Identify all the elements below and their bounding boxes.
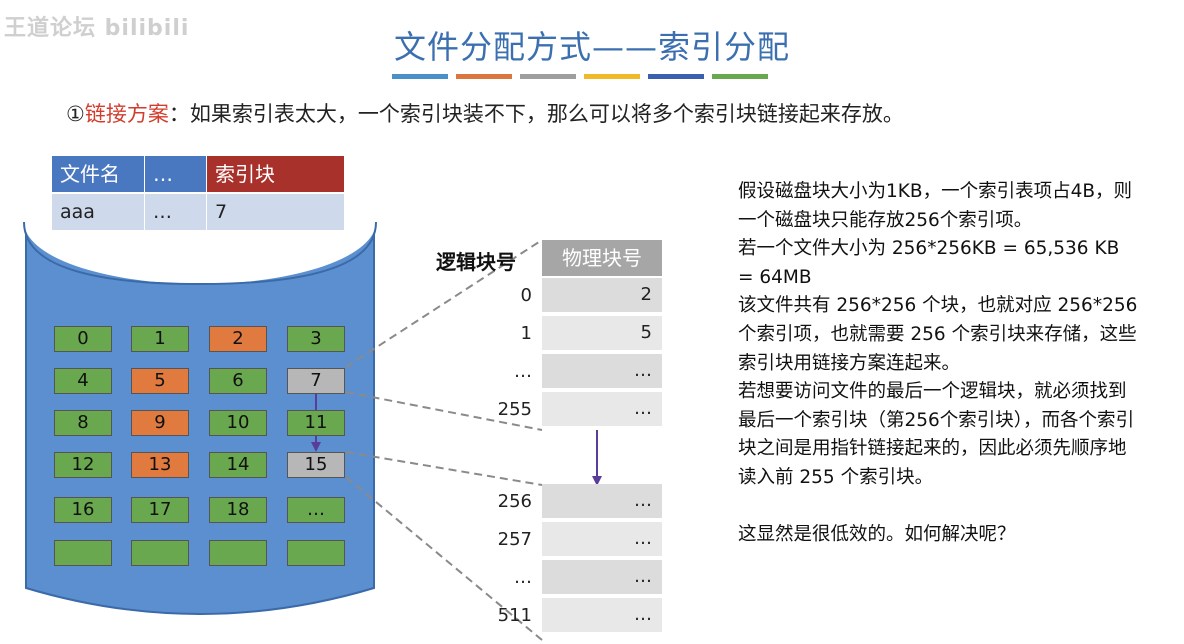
- disk-block: 18: [209, 497, 267, 523]
- subtitle-text: ：如果索引表太大，一个索引块装不下，那么可以将多个索引块链接起来存放。: [168, 102, 904, 126]
- logical-block-number: …: [514, 567, 532, 588]
- explanation-paragraph: 若一个文件大小为 256*256KB = 65,536 KB = 64MB: [738, 238, 1120, 288]
- physical-block-number: …: [542, 354, 662, 390]
- physical-block-number: …: [542, 392, 662, 428]
- disk-block: 13: [131, 452, 189, 478]
- explanation-paragraph: 该文件共有 256*256 个块，也就对应 256*256个索引项，也就需要 2…: [738, 295, 1138, 374]
- disk-block: 8: [54, 410, 112, 436]
- file-table-header-name: 文件名: [52, 156, 144, 192]
- disk-block: 10: [209, 410, 267, 436]
- logical-block-number: 1: [520, 323, 532, 344]
- physical-block-number: 2: [542, 278, 662, 314]
- dash-line-7-bottom: [345, 391, 543, 431]
- title-color-bar: [520, 74, 576, 79]
- explanation-paragraph: 假设磁盘块大小为1KB，一个索引表项占4B，则一个磁盘块只能存放256个索引项。: [738, 181, 1133, 231]
- logical-block-number: 0: [520, 285, 532, 306]
- disk-block: 14: [209, 452, 267, 478]
- disk-block: …: [287, 497, 345, 523]
- explanation-paragraph: 若想要访问文件的最后一个逻辑块，就必须找到最后一个索引块（第256个索引块），而…: [738, 381, 1135, 488]
- disk-block: 15: [287, 452, 345, 478]
- disk-block: 11: [287, 410, 345, 436]
- physical-block-number: 5: [542, 316, 662, 352]
- explanation-text: 假设磁盘块大小为1KB，一个索引表项占4B，则一个磁盘块只能存放256个索引项。…: [738, 178, 1138, 549]
- file-table-cell-index-block: 7: [207, 194, 344, 230]
- subtitle: ①链接方案：如果索引表太大，一个索引块装不下，那么可以将多个索引块链接起来存放。: [66, 98, 904, 128]
- dash-line-15-top: [345, 451, 543, 486]
- physical-block-number: …: [542, 598, 662, 634]
- disk-block: 12: [54, 452, 112, 478]
- physical-block-number: …: [542, 560, 662, 596]
- physical-block-header: 物理块号: [542, 240, 662, 276]
- disk-block: 0: [54, 326, 112, 352]
- logical-block-header: 逻辑块号: [436, 250, 516, 274]
- logical-block-number: 256: [497, 491, 532, 512]
- physical-block-number: …: [542, 484, 662, 520]
- file-table-header-index-block: 索引块: [207, 156, 344, 192]
- dash-line-15-bottom: [345, 476, 543, 641]
- subtitle-marker: ①: [66, 102, 85, 126]
- disk-block: 1: [131, 326, 189, 352]
- disk-block: 2: [209, 326, 267, 352]
- explanation-paragraph: 这显然是很低效的。如何解决呢？: [738, 523, 1016, 545]
- disk-block: 7: [287, 368, 345, 394]
- physical-block-number: …: [542, 522, 662, 558]
- disk-block: 6: [209, 368, 267, 394]
- title-color-bar: [648, 74, 704, 79]
- disk-block: [209, 540, 267, 566]
- explanation-paragraph: [738, 493, 1138, 521]
- title-color-bar: [584, 74, 640, 79]
- disk-block: [131, 540, 189, 566]
- disk-block: [287, 540, 345, 566]
- logical-block-number: 511: [497, 605, 532, 626]
- disk-block: 17: [131, 497, 189, 523]
- file-table-cell-ellipsis: …: [145, 194, 206, 230]
- disk-block: 3: [287, 326, 345, 352]
- file-table-cell-name: aaa: [52, 194, 144, 230]
- title-color-bar: [712, 74, 768, 79]
- page-title: 文件分配方式——索引分配: [393, 28, 790, 66]
- title-color-bar: [456, 74, 512, 79]
- disk-block: 4: [54, 368, 112, 394]
- disk-block: [54, 540, 112, 566]
- logical-block-number: …: [514, 361, 532, 382]
- disk-block: 16: [54, 497, 112, 523]
- disk-block: 5: [131, 368, 189, 394]
- watermark: 王道论坛 bilibili: [4, 16, 190, 41]
- subtitle-highlight: 链接方案: [84, 102, 169, 126]
- logical-block-number: 257: [497, 529, 532, 550]
- disk-block: 9: [131, 410, 189, 436]
- file-table-header-ellipsis: …: [145, 156, 206, 192]
- logical-block-number: 255: [497, 399, 532, 420]
- title-color-bar: [392, 74, 448, 79]
